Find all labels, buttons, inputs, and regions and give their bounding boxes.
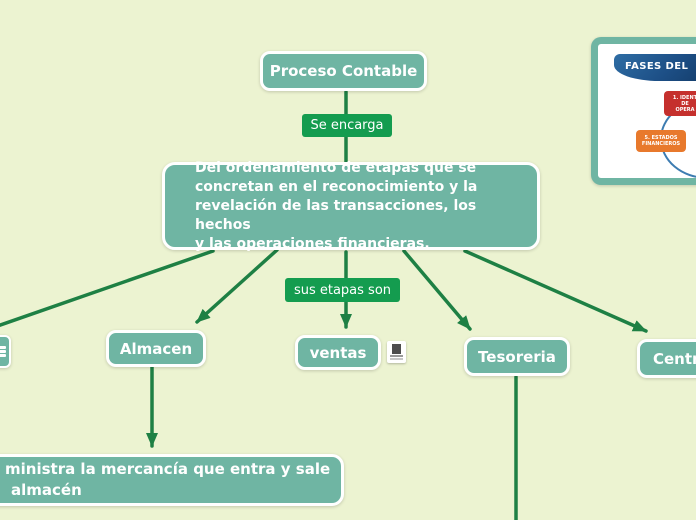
node-cutoff-left[interactable] (0, 335, 11, 368)
image-attachment-icon[interactable] (387, 341, 406, 363)
attached-image-thumbnail[interactable]: FASES DEL 1. IDENT DE OPERA 5. ESTADOS F… (591, 37, 696, 185)
node-tesoreria[interactable]: Tesoreria (464, 337, 570, 376)
edge-label-text: Se encarga (310, 118, 384, 133)
node-label: Centr (653, 349, 696, 368)
node-almacen-note[interactable]: ministra la mercancía que entra y sale a… (0, 454, 344, 506)
slide-image: FASES DEL 1. IDENT DE OPERA 5. ESTADOS F… (598, 44, 696, 178)
node-ventas[interactable]: ventas (295, 335, 381, 370)
node-almacen[interactable]: Almacen (106, 330, 206, 367)
node-description[interactable]: Del ordenamiento de etapas que se concre… (162, 160, 540, 252)
node-label: ventas (309, 343, 367, 362)
cutoff-text-lines (0, 345, 6, 359)
node-centralizacion[interactable]: Centr (637, 339, 696, 378)
node-label: Proceso Contable (269, 62, 418, 80)
slide-step1-box: 1. IDENT DE OPERA (664, 91, 696, 116)
edge-label-se-encarga[interactable]: Se encarga (302, 114, 392, 137)
node-proceso-contable[interactable]: Proceso Contable (260, 51, 427, 91)
note-line: ministra la mercancía que entra y sale (5, 460, 331, 478)
edge-label-text: sus etapas son (293, 282, 392, 298)
slide-step5-box: 5. ESTADOS FINANCIEROS (636, 130, 686, 152)
note-line: almacén (11, 481, 82, 499)
node-label: Almacen (119, 339, 193, 358)
slide-title-banner: FASES DEL (614, 54, 696, 81)
edge-label-sus-etapas[interactable]: sus etapas son (285, 278, 400, 302)
node-label: Tesoreria (478, 347, 556, 366)
